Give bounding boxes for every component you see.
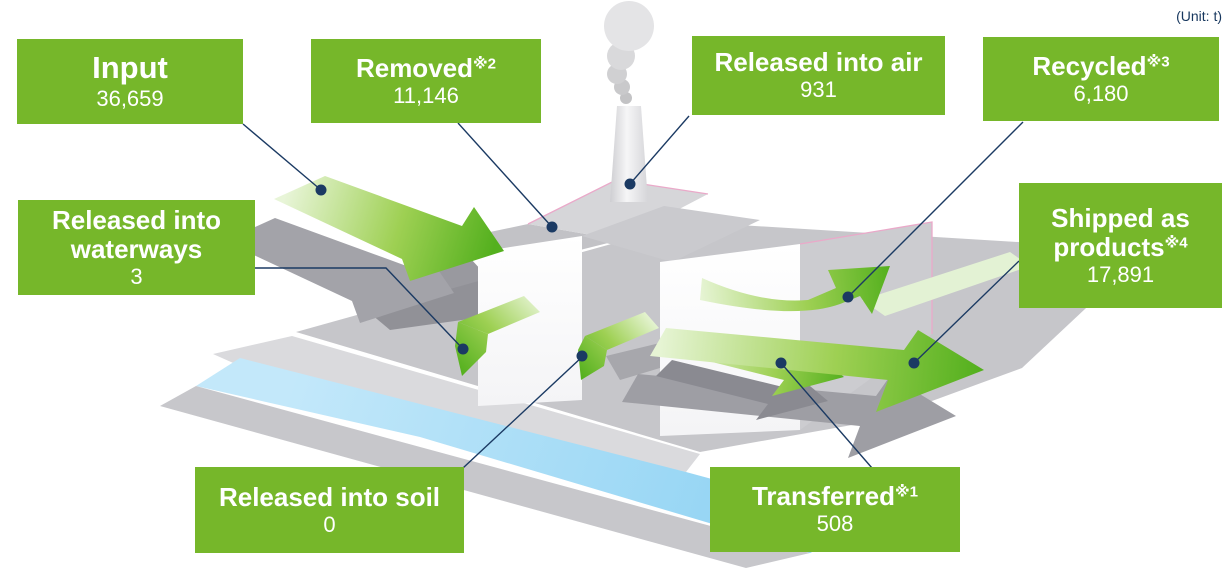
label-shipped-value: 17,891 xyxy=(1086,261,1155,287)
label-released-air-value: 931 xyxy=(800,77,837,103)
label-recycled-value: 6,180 xyxy=(1073,80,1129,106)
recycled-arrow xyxy=(700,266,890,314)
label-waterways: Released into waterways 3 xyxy=(18,200,255,295)
label-waterways-title: Released into waterways xyxy=(24,204,249,264)
ground-front-strip xyxy=(160,386,810,568)
leader-dots xyxy=(315,178,920,369)
input-arrow xyxy=(274,176,504,281)
shipped-arrow xyxy=(650,328,984,412)
soil-arrow xyxy=(578,312,659,380)
label-soil: Released into soil 0 xyxy=(195,467,464,553)
label-soil-value: 0 xyxy=(323,511,336,537)
label-input-value: 36,659 xyxy=(96,86,164,112)
label-transferred-text: Transferred xyxy=(751,481,896,512)
smoke-plume xyxy=(604,1,654,104)
label-removed: Removed※2 11,146 xyxy=(311,39,541,123)
label-released-air-title: Released into air xyxy=(714,48,922,77)
label-soil-text: Released into soil xyxy=(218,481,441,512)
label-transferred-title: Transferred※1 xyxy=(752,482,918,511)
label-input: Input 36,659 xyxy=(17,39,243,124)
label-recycled-title: Recycled※3 xyxy=(1032,50,1170,81)
water-channel xyxy=(196,358,874,553)
label-shipped-text: Shipped as products xyxy=(1051,202,1190,262)
factory-building xyxy=(452,179,933,436)
label-input-title: Input xyxy=(92,50,168,86)
leader-lines xyxy=(242,115,1024,469)
label-soil-title: Released into soil xyxy=(218,481,441,512)
label-removed-title: Removed※2 xyxy=(355,52,497,83)
chimney xyxy=(610,106,648,202)
label-shipped-title: Shipped as products※4 xyxy=(1025,202,1216,262)
label-removed-value: 11,146 xyxy=(393,82,459,108)
label-transferred-note: ※1 xyxy=(895,483,919,501)
label-released-air-text: Released into air xyxy=(714,47,923,78)
label-transferred-value: 508 xyxy=(816,511,854,537)
label-released-air: Released into air 931 xyxy=(692,36,945,115)
arrow-shadows xyxy=(622,360,956,458)
label-input-text: Input xyxy=(92,50,168,86)
label-recycled: Recycled※3 6,180 xyxy=(983,37,1219,121)
waterways-arrow xyxy=(455,296,540,376)
unit-note: (Unit: t) xyxy=(1176,8,1222,24)
label-waterways-text: Released into waterways xyxy=(51,204,222,264)
label-shipped-note: ※4 xyxy=(1164,234,1188,252)
label-recycled-text: Recycled xyxy=(1032,50,1147,81)
label-removed-note: ※2 xyxy=(473,55,497,73)
label-transferred: Transferred※1 508 xyxy=(710,467,960,552)
label-waterways-value: 3 xyxy=(130,263,143,289)
label-recycled-note: ※3 xyxy=(1146,53,1170,71)
label-shipped: Shipped as products※4 17,891 xyxy=(1019,183,1222,308)
label-removed-text: Removed xyxy=(355,52,473,83)
pale-ribbon xyxy=(862,252,1030,316)
